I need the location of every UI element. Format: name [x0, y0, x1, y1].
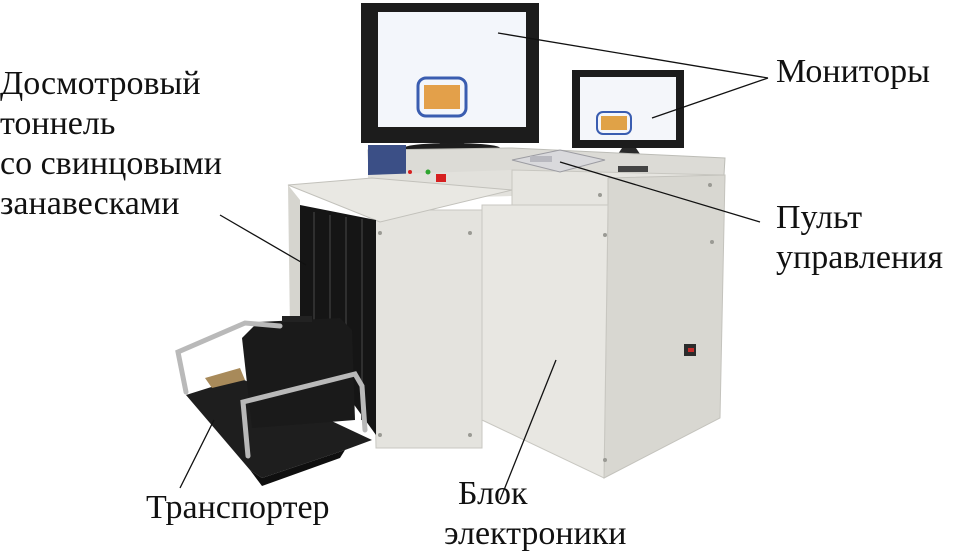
briefcase — [242, 316, 355, 428]
leader-lines — [179, 32, 769, 501]
small-monitor — [572, 70, 684, 157]
label-tunnel-line3: со свинцовыми — [0, 145, 222, 182]
cabinet-screws — [378, 183, 714, 462]
xray-bag-image-large — [416, 76, 468, 118]
label-monitors: Мониторы — [776, 53, 931, 90]
leader-tunnel — [219, 214, 307, 266]
conveyor — [186, 368, 372, 486]
label-tunnel-line2: тоннель — [0, 105, 116, 142]
label-tunnel-line4: занавесками — [0, 185, 180, 222]
leader-console — [559, 161, 761, 223]
label-conveyor: Транспортер — [146, 489, 330, 526]
leader-conveyor — [179, 419, 215, 489]
label-electronics-line2: электроники — [444, 515, 627, 552]
label-electronics-line1: Блок — [458, 475, 528, 512]
label-console-line1: Пульт — [776, 199, 863, 236]
leader-monitor-small — [651, 77, 769, 119]
leader-monitor-large — [497, 32, 769, 79]
control-console — [511, 149, 648, 173]
power-socket — [684, 344, 696, 356]
label-console-line2: управления — [776, 239, 943, 276]
conveyor-handles — [175, 320, 368, 459]
label-electronics: Блок электроники — [444, 474, 626, 554]
large-monitor — [361, 3, 539, 153]
label-tunnel-line1: Досмотровый — [0, 65, 201, 102]
leader-electronics — [499, 359, 557, 501]
label-console: Пульт управления — [776, 198, 943, 278]
label-tunnel: Досмотровый тоннель со свинцовыми занаве… — [0, 64, 222, 224]
xray-bag-image-small — [596, 111, 632, 135]
indicator-lights — [408, 169, 446, 182]
